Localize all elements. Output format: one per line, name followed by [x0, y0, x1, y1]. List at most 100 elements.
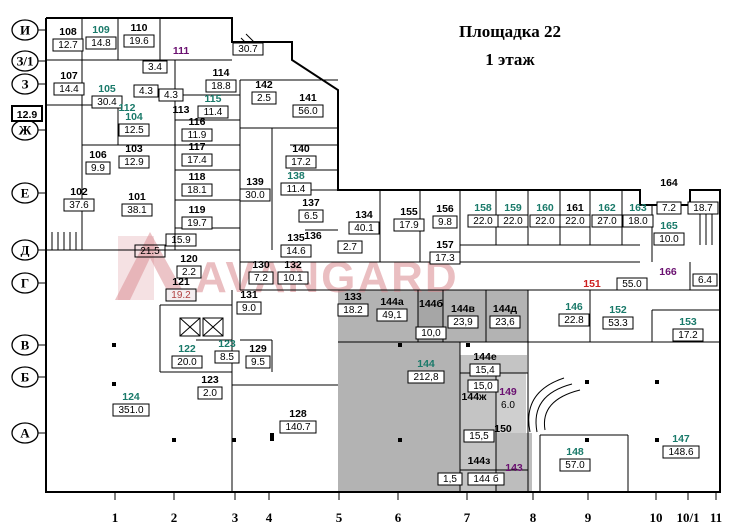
- room-area: 2.7: [343, 242, 357, 253]
- area-box: [239, 188, 271, 202]
- row-axis-label: В: [21, 338, 30, 353]
- room-number: 138: [287, 170, 305, 182]
- column-axis-7: 7: [464, 510, 471, 525]
- room-number: 148: [566, 446, 584, 458]
- room-144з: 144з: [468, 455, 491, 467]
- room-area: 6.5: [304, 211, 318, 222]
- room-number: 152: [609, 304, 627, 316]
- room-area: 140.7: [285, 422, 310, 433]
- room-area: 10,0: [421, 328, 441, 339]
- row-axis-Ж: Ж: [11, 119, 46, 141]
- room-area: 17.3: [435, 253, 455, 264]
- row-axis-label: Г: [21, 276, 29, 291]
- area-box: [591, 214, 623, 228]
- room-113: 113: [173, 104, 190, 116]
- room-number: 130: [252, 259, 270, 271]
- area-box: [489, 315, 521, 329]
- room-150: 150: [494, 423, 512, 435]
- room-area: 23,6: [495, 317, 515, 328]
- room-area-52: 55.0: [616, 277, 648, 291]
- column-axis-3: 3: [232, 510, 239, 525]
- area-box: [123, 34, 155, 48]
- room-area: 53.3: [608, 318, 628, 329]
- room-number: 140: [292, 143, 310, 155]
- room-area: 56.0: [298, 106, 318, 117]
- row-axis-label: З/1: [17, 54, 34, 69]
- room-157: 157 17.3: [429, 239, 461, 265]
- row-axis-З: З: [11, 73, 46, 95]
- room-number: 156: [436, 203, 454, 215]
- room-area: 17.4: [187, 155, 207, 166]
- room-number: 135: [287, 232, 305, 244]
- row-axis-З/1: З/1: [11, 50, 46, 72]
- area-box: [337, 303, 369, 317]
- room-number: 143: [505, 462, 523, 474]
- row-axis-label: А: [20, 426, 30, 441]
- room-area-64: 10,0: [415, 326, 447, 340]
- side-marker: 12.9: [11, 105, 43, 122]
- column-axis-10: 10: [650, 510, 663, 525]
- area-box: [280, 182, 312, 196]
- room-area: 19.6: [129, 36, 149, 47]
- row-axis-markers: И З/1З Ж Е Д Г В Б А: [11, 19, 46, 444]
- column-axis-9: 9: [585, 510, 592, 525]
- room-number: 157: [436, 239, 454, 251]
- area-box: [616, 277, 648, 291]
- room-area-54: 6.4: [692, 273, 718, 287]
- area-box: [559, 458, 591, 472]
- area-box: [248, 271, 274, 285]
- room-area: 212,8: [413, 372, 438, 383]
- room-number: 141: [299, 92, 317, 104]
- room-number: 144ж: [462, 391, 488, 403]
- area-box: [337, 240, 363, 254]
- area-box: [158, 88, 184, 102]
- room-number: 109: [92, 24, 110, 36]
- room-area: 9.9: [91, 163, 105, 174]
- room-area: 10.0: [659, 234, 679, 245]
- room-area-84: 144 б: [467, 472, 505, 486]
- row-axis-label: Е: [21, 186, 30, 201]
- area-box: [376, 308, 408, 322]
- row-axis-И: И: [11, 19, 46, 41]
- row-axis-label: Б: [21, 370, 30, 385]
- room-number: 161: [566, 202, 584, 214]
- room-141: 141 56.0: [292, 92, 324, 118]
- room-number: 121: [172, 276, 190, 288]
- room-number: 111: [173, 45, 190, 57]
- room-area: 18.1: [187, 185, 207, 196]
- area-box: [653, 232, 685, 246]
- room-area: 18.0: [628, 216, 648, 227]
- room-number: 107: [60, 70, 78, 82]
- room-area: 22.8: [564, 315, 584, 326]
- room-area-78: 15,5: [463, 429, 495, 443]
- room-area: 19.7: [187, 218, 207, 229]
- room-area: 148.6: [668, 447, 693, 458]
- row-axis-В: В: [11, 334, 46, 356]
- row-axis-label: Д: [21, 243, 30, 258]
- room-number: 131: [240, 289, 258, 301]
- room-area: 7.2: [254, 273, 268, 284]
- elevator-boxes: [179, 317, 224, 337]
- area-box: [280, 244, 312, 258]
- room-area: 19.2: [171, 290, 191, 301]
